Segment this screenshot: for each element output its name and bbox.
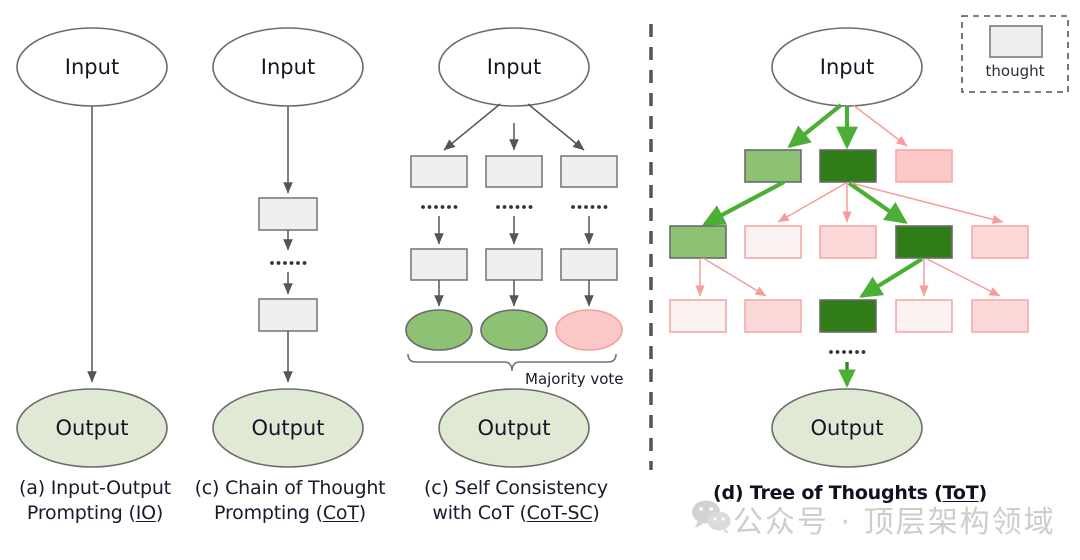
- cot-output-label: Output: [251, 416, 325, 440]
- caption-io-abbr: IO: [135, 502, 156, 524]
- sc-thought-box-r1c2[interactable]: [485, 155, 543, 188]
- io-output-node[interactable]: [16, 388, 168, 468]
- tot-thought-node-l3-pruned-2[interactable]: [971, 299, 1029, 333]
- caption-io: (a) Input-Output Prompting (IO): [0, 476, 190, 526]
- caption-tot-main: (d) Tree of Thoughts (: [713, 482, 943, 504]
- caption-io-line1: (a) Input-Output: [19, 477, 171, 499]
- tot-edge-l1b-l2b: [777, 182, 847, 223]
- tot-thought-node-l2-pruned-2[interactable]: [971, 225, 1029, 259]
- sc-ellipsis-dots-c1: [421, 205, 458, 209]
- caption-tot-suffix: ): [978, 482, 988, 504]
- io-input-label: Input: [64, 55, 120, 79]
- sc-result-ellipse-pink[interactable]: [555, 309, 623, 351]
- tot-edge-input-l1c: [852, 104, 908, 147]
- caption-cot-suffix: ): [358, 502, 366, 524]
- caption-io-suffix: ): [155, 502, 164, 524]
- sc-ellipsis-dots-c2: [496, 205, 533, 209]
- tot-thought-node-l2-pruned-pale[interactable]: [744, 225, 802, 259]
- tot-thought-node-l2-pruned-1[interactable]: [819, 225, 877, 259]
- tot-edge-l1a-l2a: [702, 180, 785, 226]
- tot-thought-node-l1-explored[interactable]: [744, 149, 802, 183]
- cot-output-node[interactable]: [212, 388, 364, 468]
- tot-thought-node-l3-pruned-1[interactable]: [744, 299, 802, 333]
- legend-thought-swatch: [989, 25, 1043, 58]
- sc-edge-fanout-left: [443, 103, 501, 151]
- tot-edge-l2d-l3e: [926, 258, 1001, 297]
- majority-vote-label: Majority vote: [525, 370, 624, 388]
- sc-majority-vote-brace: [407, 353, 617, 372]
- tot-thought-node-l1-pruned[interactable]: [895, 149, 953, 183]
- sc-ellipsis-dots-c3: [571, 205, 608, 209]
- cot-thought-box-1[interactable]: [258, 197, 318, 231]
- caption-cot-line1: (c) Chain of Thought: [194, 477, 386, 499]
- sc-result-ellipse-green-2[interactable]: [480, 309, 548, 351]
- sc-output-node[interactable]: [438, 388, 590, 468]
- tot-thought-node-l1-selected[interactable]: [819, 149, 877, 183]
- caption-tot-abbr: ToT: [942, 482, 979, 504]
- caption-sc-line2: with CoT (CoT-SC): [406, 501, 626, 526]
- caption-cot-prefix: Prompting (: [214, 502, 323, 524]
- caption-io-line2: Prompting (IO): [0, 501, 190, 526]
- caption-tot: (d) Tree of Thoughts (ToT): [690, 482, 1010, 504]
- sc-edge-fanout-right: [527, 103, 585, 151]
- cot-input-label: Input: [260, 55, 316, 79]
- tot-output-label: Output: [810, 416, 884, 440]
- sc-result-ellipse-green-1[interactable]: [405, 309, 473, 351]
- wechat-icon: [692, 500, 731, 534]
- panel-tot: [669, 27, 1029, 468]
- sc-thought-box-r2c1[interactable]: [410, 248, 468, 281]
- caption-sc-suffix: ): [592, 502, 600, 524]
- tot-edge-l1b-l2e: [850, 182, 1004, 224]
- tot-thought-node-l3-pruned-pale-2[interactable]: [895, 299, 953, 333]
- cot-ellipsis-dots: [270, 261, 307, 265]
- panel-cot-sc: [405, 27, 623, 468]
- tot-thought-node-l2-selected[interactable]: [895, 225, 953, 259]
- tot-input-label: Input: [819, 55, 875, 79]
- io-output-label: Output: [55, 416, 129, 440]
- sc-thought-box-r1c1[interactable]: [410, 155, 468, 188]
- tot-edge-l1b-l2d: [847, 181, 908, 224]
- tot-edge-l2d-l3c: [859, 257, 924, 298]
- panel-cot: [212, 27, 364, 468]
- sc-thought-box-r2c2[interactable]: [485, 248, 543, 281]
- tot-thought-node-l2-explored[interactable]: [669, 225, 727, 259]
- sc-output-label: Output: [477, 416, 551, 440]
- cot-thought-box-2[interactable]: [258, 298, 318, 332]
- sc-thought-box-r1c3[interactable]: [560, 155, 618, 188]
- tot-thought-node-l3-selected[interactable]: [819, 299, 877, 333]
- tot-ellipsis-dots: [829, 350, 866, 354]
- tot-edge-input-l1a: [787, 103, 843, 149]
- caption-io-prefix: Prompting (: [26, 502, 136, 524]
- caption-cot-abbr: CoT: [322, 502, 359, 524]
- sc-input-node[interactable]: [438, 27, 590, 107]
- caption-sc-line1: (c) Self Consistency: [424, 477, 608, 499]
- caption-cot-sc: (c) Self Consistency with CoT (CoT-SC): [406, 476, 626, 526]
- tot-output-node[interactable]: [771, 388, 923, 468]
- sc-input-label: Input: [486, 55, 542, 79]
- caption-cot-line2: Prompting (CoT): [180, 501, 400, 526]
- caption-sc-prefix: with CoT (: [432, 502, 527, 524]
- legend-box: [961, 15, 1069, 93]
- tot-edge-l2a-l3b: [702, 257, 767, 297]
- caption-cot: (c) Chain of Thought Prompting (CoT): [180, 476, 400, 526]
- legend-thought-label: thought: [985, 62, 1045, 80]
- panel-io: [16, 27, 168, 468]
- sc-thought-box-r2c3[interactable]: [560, 248, 618, 281]
- caption-sc-abbr: CoT-SC: [526, 502, 593, 524]
- tot-thought-node-l3-pruned-pale-1[interactable]: [669, 299, 727, 333]
